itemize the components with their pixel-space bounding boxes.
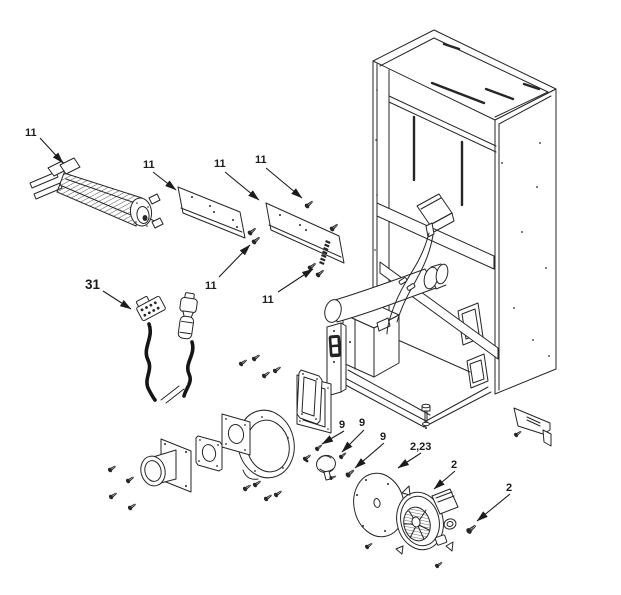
pressure-switch (316, 454, 336, 481)
callout-label-11-f: 11 (262, 294, 274, 306)
callout-label-11-a: 11 (25, 127, 37, 139)
callout-label-11-b: 11 (143, 159, 155, 171)
callout-convection-blower: 11 (25, 127, 64, 164)
callout-combustion-screw: 2 (476, 482, 512, 522)
callout-pressure-switch: 9 (341, 417, 365, 453)
mounting-plate-1 (177, 186, 246, 239)
base-bolt (421, 403, 431, 429)
screws (107, 199, 523, 569)
wire-harness (135, 292, 198, 404)
combustion-motor (395, 485, 459, 555)
callout-plate-screws-left: 11 (205, 244, 251, 292)
callout-label-11-e: 11 (205, 280, 217, 292)
harness-connector-b (177, 292, 198, 340)
callout-plate-screw-top: 11 (255, 154, 303, 199)
callout-label-9-a: 9 (339, 419, 345, 431)
callout-wire-harness: 31 (85, 277, 132, 310)
callout-label-2-23: 2,23 (410, 441, 431, 453)
exhaust-collar (140, 438, 192, 493)
blower-housing (221, 409, 295, 480)
sensor-wires (386, 232, 434, 335)
callout-label-9-c: 9 (380, 431, 386, 443)
collar-gasket (195, 435, 223, 472)
intake-tube (324, 263, 449, 323)
callout-label-11-c: 11 (214, 158, 226, 170)
callout-label-11-d: 11 (255, 154, 267, 166)
callout-plate-screws-right: 11 (262, 268, 314, 306)
callouts: 11 11 11 11 11 11 31 9 (25, 127, 512, 522)
cabinet (339, 29, 557, 429)
callout-label-9-b: 9 (359, 417, 365, 429)
callout-combustion-motor: 2 (433, 459, 457, 490)
housing-gasket (296, 369, 323, 425)
convection-blower (29, 157, 164, 229)
callout-pressure-switch-screw-1: 9 (321, 419, 345, 445)
mounting-plate-2 (265, 202, 345, 265)
callout-mounting-plate-left: 11 (143, 159, 177, 191)
power-switch (326, 322, 347, 397)
callout-pressure-switch-screw-2: 9 (354, 431, 386, 469)
callout-blower-plate: 2,23 (397, 441, 431, 469)
vent-holes (319, 240, 331, 265)
callout-mounting-plate-right: 11 (214, 158, 260, 201)
callout-label-2-a: 2 (451, 459, 457, 471)
callout-label-2-b: 2 (506, 482, 512, 494)
junction-box (416, 193, 455, 238)
callout-label-31: 31 (85, 277, 101, 292)
mounting-bracket (513, 407, 552, 447)
harness-connector-a (135, 295, 166, 322)
